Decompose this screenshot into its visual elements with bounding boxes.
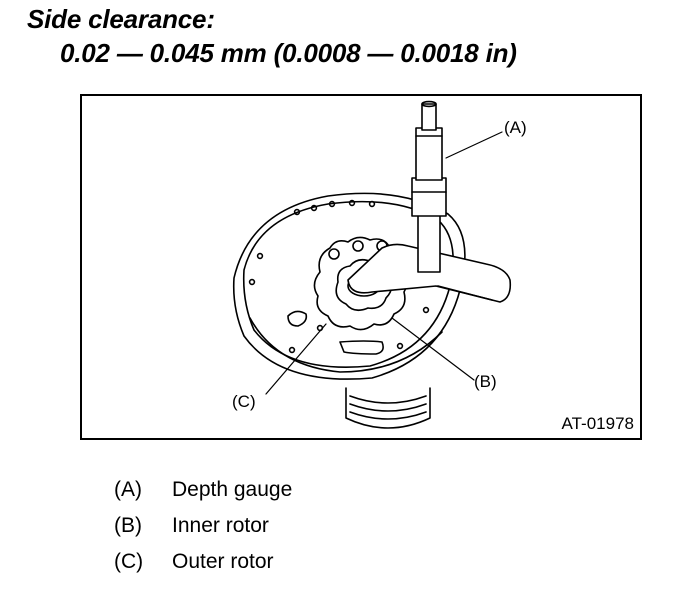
legend-text: Outer rotor [172,550,274,573]
heading: Side clearance: [27,4,215,34]
legend-text: Inner rotor [172,514,269,537]
legend-item: (A) Depth gauge [114,472,292,508]
depth-gauge [347,100,512,303]
oil-pump-illustration [232,100,512,429]
pump-boss [345,387,431,429]
legend-text: Depth gauge [172,478,293,501]
callout-c: (C) [232,392,256,411]
legend-key: (B) [114,514,142,537]
legend-key: (A) [114,478,142,501]
clearance-spec: 0.02 — 0.045 mm (0.0008 — 0.0018 in) [60,38,517,68]
legend-key: (C) [114,550,144,573]
callout-b: (B) [474,372,497,391]
leader-b [391,317,475,381]
legend-item: (B) Inner rotor [114,508,292,544]
crescent-port [339,340,384,355]
figure-id: AT-01978 [561,414,634,433]
figure-panel: (A) (B) (C) AT-01978 [80,94,642,440]
leader-a [445,131,503,159]
callout-a: (A) [504,118,527,137]
port-slot [287,310,308,327]
legend: (A) Depth gauge (B) Inner rotor (C) Oute… [114,472,292,580]
leader-c [265,323,327,395]
legend-item: (C) Outer rotor [114,544,292,580]
